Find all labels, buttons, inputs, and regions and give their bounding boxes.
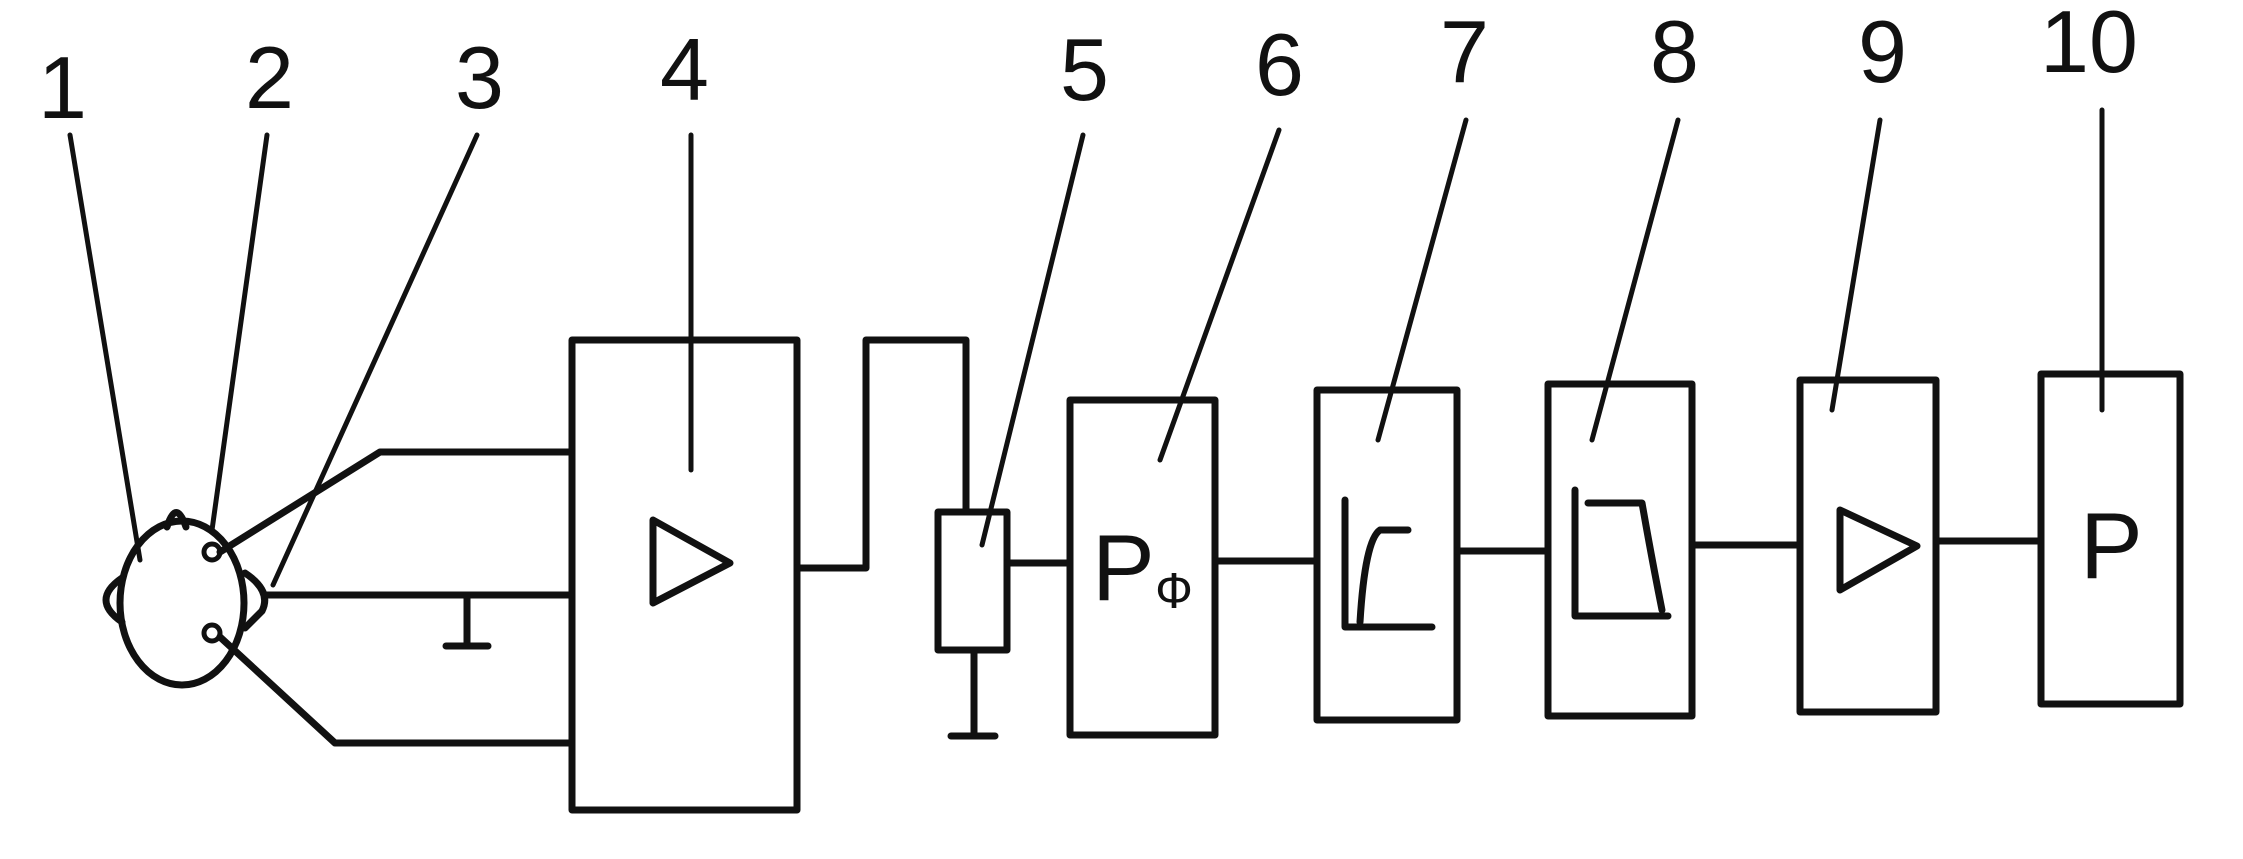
label-4: 4: [660, 20, 709, 119]
head-nose: [163, 509, 190, 531]
head-right-ear: [241, 569, 269, 632]
leader-line-8: [1589, 117, 1681, 443]
block-8-filter: [1544, 380, 1696, 720]
label-10: 10: [2040, 0, 2138, 91]
label-3: 3: [455, 28, 504, 127]
filter-7-curve: [1341, 496, 1436, 631]
leader-line-3: [270, 132, 480, 588]
block-5-element: [934, 508, 1011, 740]
block-4-amplifier: [568, 336, 801, 814]
amplifier-9-triangle: [1836, 506, 1921, 594]
block-6-subscript: Ф: [1155, 563, 1193, 619]
block-6-rf: P Ф: [1066, 396, 1219, 739]
block-9-amplifier: [1796, 376, 1940, 716]
label-6: 6: [1255, 15, 1304, 114]
wire-4-to-5: [793, 336, 970, 572]
block-9: [1796, 376, 1940, 716]
block-7: [1313, 386, 1461, 724]
block-10-letter: P: [2080, 493, 2143, 598]
label-2: 2: [245, 28, 294, 127]
leader-line-2: [209, 132, 270, 533]
electrode-bottom: [201, 622, 223, 644]
label-8: 8: [1650, 2, 1699, 101]
leader-line-1: [67, 132, 143, 563]
wire-top: [216, 448, 576, 556]
filter-8-curve: [1571, 486, 1672, 620]
input-wiring: [216, 448, 576, 747]
label-7: 7: [1440, 2, 1489, 101]
block-5: [934, 508, 1011, 654]
block-6: [1066, 396, 1219, 739]
block-10-p: P: [2037, 370, 2184, 708]
leader-line-5: [979, 132, 1086, 548]
label-9: 9: [1858, 2, 1907, 101]
wire-bottom: [216, 633, 576, 747]
block-7-filter: [1313, 386, 1461, 724]
block-8: [1544, 380, 1696, 720]
leader-line-6: [1157, 127, 1282, 463]
amplifier-4-triangle: [649, 516, 734, 607]
label-1: 1: [38, 38, 87, 137]
label-5: 5: [1060, 20, 1109, 119]
block-6-main-letter: P: [1092, 515, 1155, 620]
leader-line-9: [1829, 117, 1883, 413]
block-4: [568, 336, 801, 814]
head-left-ear: [102, 574, 126, 626]
leader-lines: [67, 107, 2105, 588]
block-10: [2037, 370, 2184, 708]
